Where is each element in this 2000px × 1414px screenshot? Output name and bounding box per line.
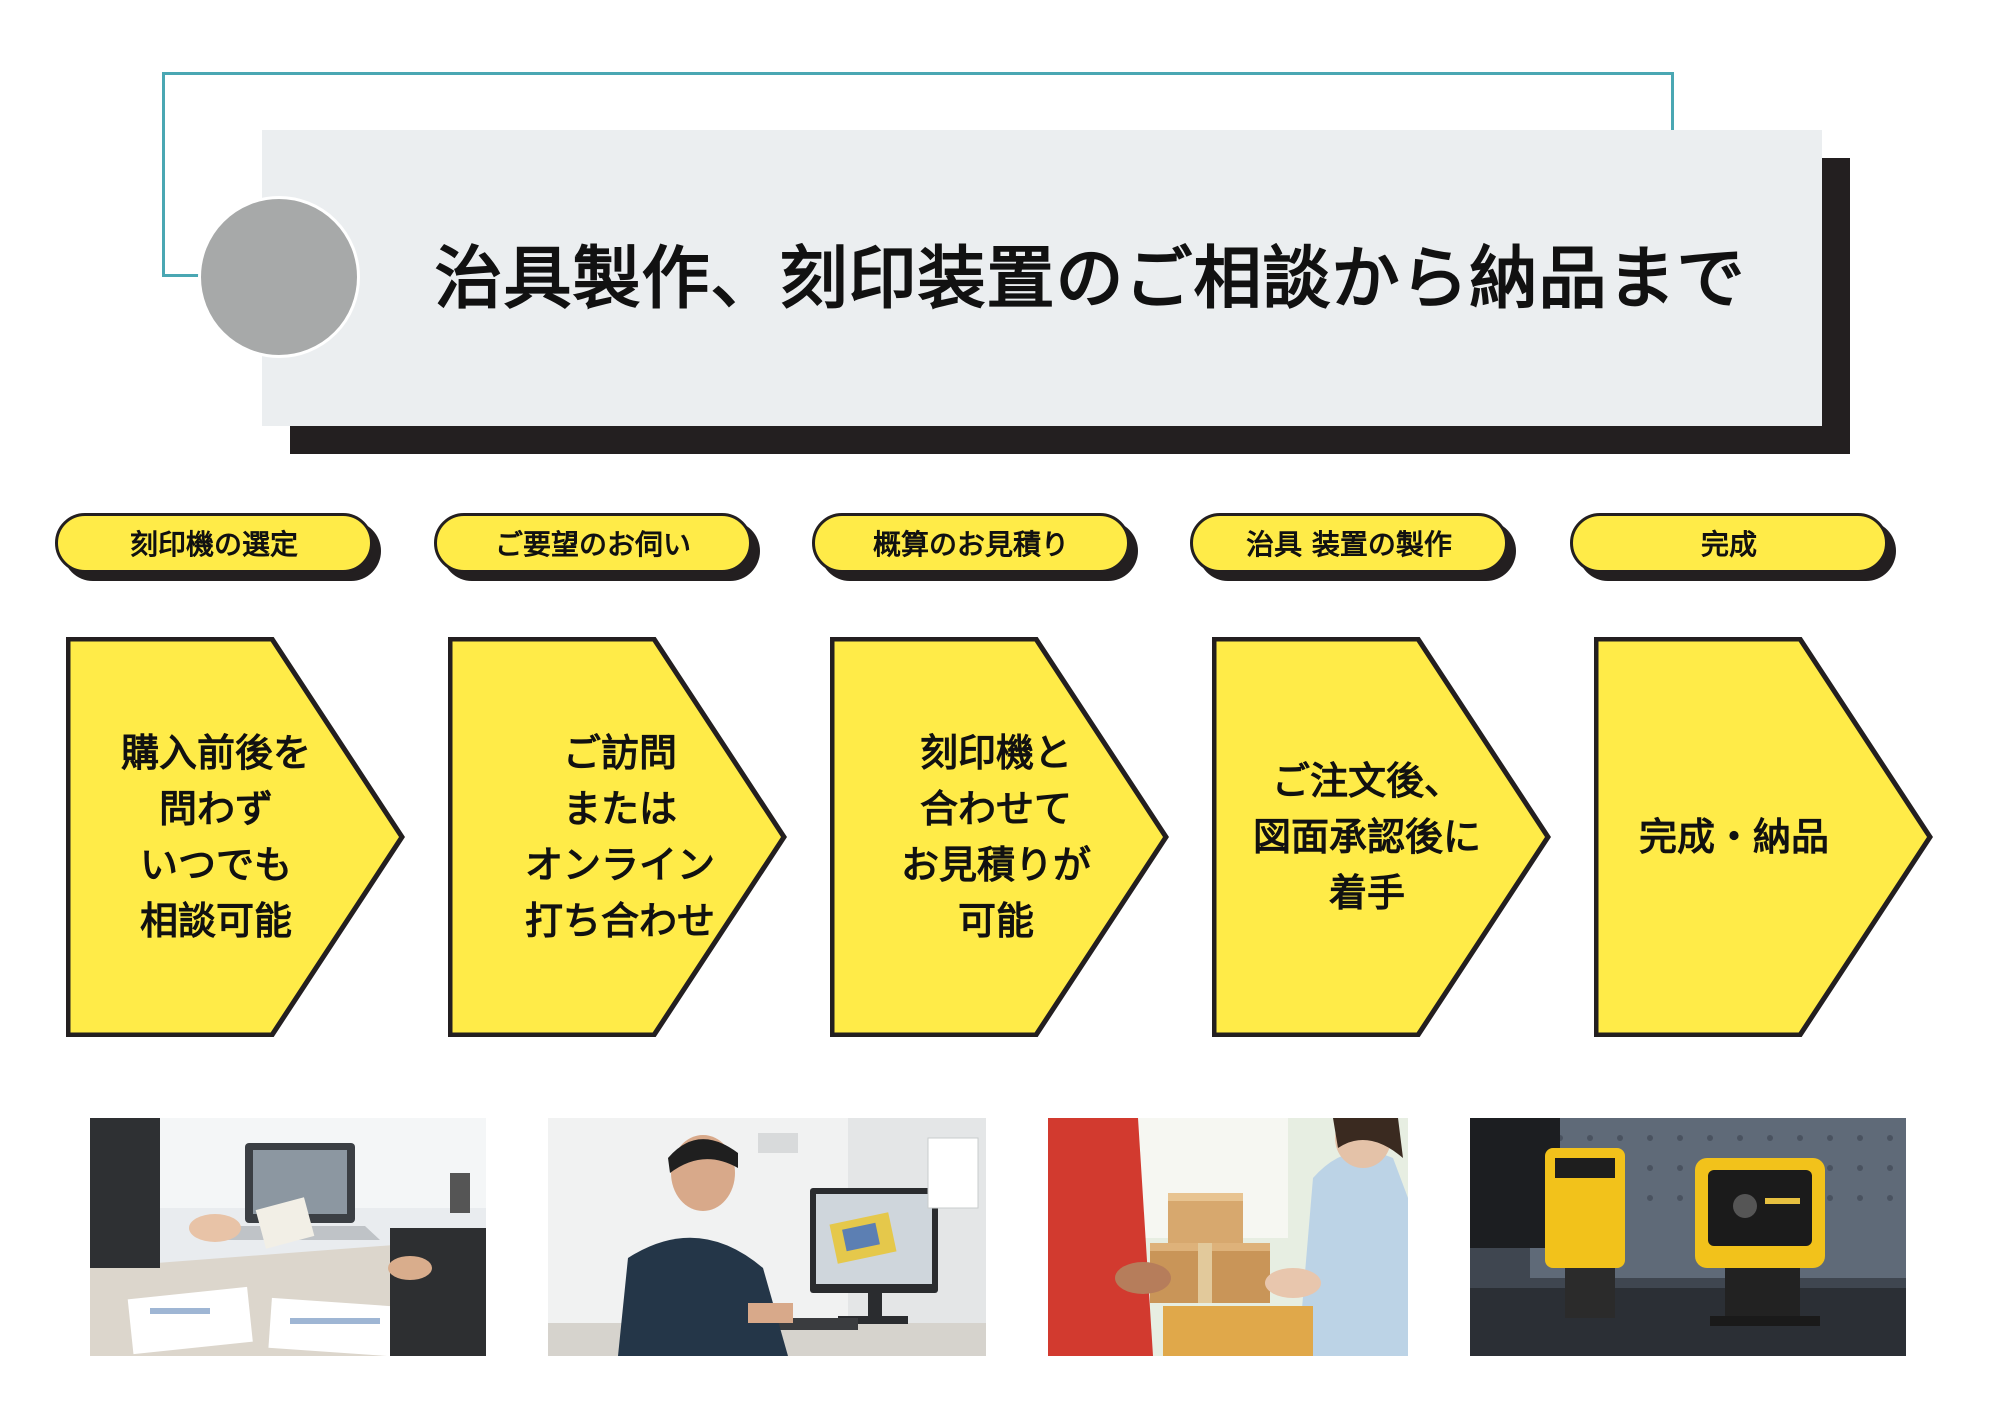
step-pill-label: 刻印機の選定: [55, 513, 373, 573]
title-circle-decoration: [198, 196, 360, 358]
step-line: 打ち合わせ: [524, 899, 715, 943]
step-pill-label: 完成: [1570, 513, 1888, 573]
photo-cad-design: [548, 1118, 986, 1356]
step-line: 完成・納品: [1638, 815, 1829, 859]
cad-design-photo-icon: [548, 1118, 986, 1356]
step-line: いつでも: [139, 843, 292, 887]
step-pill-2: ご要望のお伺い: [434, 513, 760, 581]
step-description: 完成・納品: [1604, 697, 1864, 977]
step-line: ご注文後、: [1271, 759, 1462, 803]
step-chevron-4: ご注文後、 図面承認後に 着手: [1212, 637, 1552, 1037]
marking-machine-photo-icon: [1470, 1118, 1906, 1356]
chevron-arrow-icon: [1212, 637, 1551, 1037]
step-line: 図面承認後に: [1252, 815, 1481, 859]
chevron-arrow-icon: [830, 637, 1169, 1037]
step-line: 問わず: [158, 787, 273, 831]
step-chevron-2: ご訪問 または オンライン 打ち合わせ: [448, 637, 788, 1037]
step-line: オンライン: [524, 843, 715, 887]
package-delivery-photo-icon: [1048, 1118, 1408, 1356]
step-chevron-3: 刻印機と 合わせて お見積りが 可能: [830, 637, 1170, 1037]
title-panel: [262, 130, 1822, 426]
step-pill-1: 刻印機の選定: [55, 513, 381, 581]
step-pill-3: 概算のお見積り: [812, 513, 1138, 581]
step-pill-4: 治具 装置の製作: [1190, 513, 1516, 581]
step-pill-label: 概算のお見積り: [812, 513, 1130, 573]
step-line: 購入前後を: [120, 731, 311, 775]
page-title: 治具製作、刻印装置のご相談から納品まで: [434, 240, 1746, 319]
chevron-arrow-icon: [1594, 637, 1933, 1037]
step-pill-label: 治具 装置の製作: [1190, 513, 1508, 573]
step-description: 購入前後を 問わず いつでも 相談可能: [86, 697, 346, 977]
step-line: ご訪問: [562, 731, 677, 775]
step-description: ご訪問 または オンライン 打ち合わせ: [490, 697, 750, 977]
step-chevron-1: 購入前後を 問わず いつでも 相談可能: [66, 637, 406, 1037]
step-line: 刻印機と: [919, 731, 1072, 775]
step-line: 着手: [1328, 871, 1405, 915]
step-chevron-5: 完成・納品: [1594, 637, 1934, 1037]
photo-marking-machine: [1470, 1118, 1906, 1356]
photo-package-delivery: [1048, 1118, 1408, 1356]
step-pill-5: 完成: [1570, 513, 1896, 581]
step-line: 合わせて: [919, 787, 1072, 831]
photo-business-meeting: [90, 1118, 486, 1356]
step-pill-label: ご要望のお伺い: [434, 513, 752, 573]
business-meeting-photo-icon: [90, 1118, 486, 1356]
chevron-arrow-icon: [66, 637, 405, 1037]
chevron-arrow-icon: [448, 637, 787, 1037]
step-line: お見積りが: [900, 843, 1091, 887]
step-description: ご注文後、 図面承認後に 着手: [1222, 697, 1512, 977]
step-description: 刻印機と 合わせて お見積りが 可能: [866, 697, 1126, 977]
step-line: 可能: [957, 899, 1034, 943]
step-line: 相談可能: [139, 899, 292, 943]
step-line: または: [562, 787, 677, 831]
